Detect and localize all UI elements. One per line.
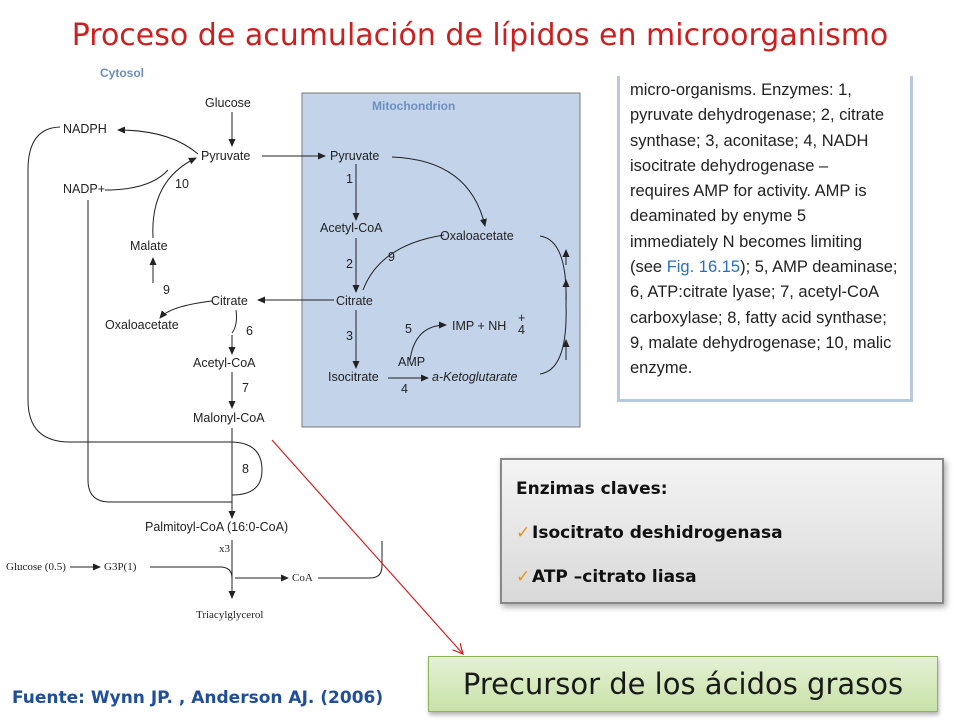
enzyme-9-mito: 9	[388, 250, 395, 264]
note-line: requires AMP for activity. AMP is	[630, 182, 867, 201]
note-line: enzyme.	[630, 359, 693, 378]
mitochondrion-box	[301, 92, 581, 428]
enzyme-legend-text: micro-organisms. Enzymes: 1, pyruvate de…	[617, 76, 913, 402]
mito-isocitrate-label: Isocitrate	[328, 370, 379, 384]
enzyme-2: 2	[346, 257, 353, 271]
enzyme-7: 7	[242, 381, 249, 395]
a-ketoglutarate-label: a-Ketoglutarate	[432, 370, 518, 384]
malate-label: Malate	[130, 239, 168, 253]
enzyme-1: 1	[346, 172, 353, 186]
note-line: pyruvate dehydrogenase; 2, citrate	[630, 106, 885, 125]
cytosol-label: Cytosol	[100, 66, 144, 80]
key-enzyme-item: ✓Isocitrato deshidrogenasa	[516, 523, 783, 543]
palmitoyl-coa-label: Palmitoyl-CoA (16:0-CoA)	[145, 520, 288, 534]
red-pointer-arrow	[271, 439, 463, 654]
amp-label: AMP	[398, 355, 425, 369]
pathway-arrows	[27, 112, 570, 599]
enzyme-3: 3	[346, 329, 353, 343]
malonyl-coa-label: Malonyl-CoA	[193, 411, 265, 425]
precursor-box: Precursor de los ácidos grasos	[428, 656, 938, 712]
mito-oxaloacetate-label: Oxaloacetate	[440, 229, 514, 243]
note-line: deaminated by enyme 5	[630, 207, 807, 226]
mito-pyruvate-label: Pyruvate	[330, 149, 379, 163]
coa-label: CoA	[292, 572, 313, 584]
figure-link[interactable]: Fig. 16.15	[666, 258, 741, 277]
enzyme-8: 8	[242, 462, 249, 476]
note-line: carboxylase; 8, fatty acid synthase;	[630, 308, 887, 327]
note-line: isocitrate dehydrogenase –	[630, 156, 829, 175]
citrate-label: Citrate	[211, 294, 248, 308]
key-enzymes-box: Enzimas claves: ✓Isocitrato deshidrogena…	[500, 458, 944, 604]
oxaloacetate-label: Oxaloacetate	[105, 318, 179, 332]
enzyme-6: 6	[246, 324, 253, 338]
nh4-sup: +	[518, 311, 525, 325]
g3p-label: G3P(1)	[104, 561, 137, 573]
nadph-label: NADPH	[63, 122, 107, 136]
mitochondrion-label: Mitochondrion	[372, 99, 455, 113]
key-enzyme-item: ✓ATP –citrato liasa	[516, 567, 697, 587]
note-line: micro-organisms. Enzymes: 1,	[630, 81, 852, 99]
mito-citrate-label: Citrate	[336, 294, 373, 308]
key-enzymes-heading: Enzimas claves:	[516, 479, 668, 499]
glucose-label: Glucose	[205, 96, 251, 110]
imp-nh-label: IMP + NH	[452, 319, 506, 333]
slide-title: Proceso de acumulación de lípidos en mic…	[71, 18, 889, 53]
enzyme-10: 10	[175, 177, 189, 191]
mito-acetyl-coa-label: Acetyl-CoA	[320, 221, 383, 235]
nh4-sub: 4	[518, 323, 525, 337]
pyruvate-label: Pyruvate	[201, 149, 250, 163]
glucose-05-label: Glucose (0.5)	[6, 561, 66, 573]
note-line: 6, ATP:citrate lyase; 7, acetyl-CoA	[630, 283, 880, 302]
check-icon: ✓	[516, 567, 531, 587]
x3-label: x3	[219, 543, 231, 555]
note-line: synthase; 3, aconitase; 4, NADH	[630, 131, 869, 150]
triacylglycerol-label: Triacylglycerol	[196, 609, 263, 621]
check-icon: ✓	[516, 523, 531, 543]
note-line: 9, malate dehydrogenase; 10, malic	[630, 333, 892, 352]
enzyme-4: 4	[401, 382, 408, 396]
source-citation: Fuente: Wynn JP. , Anderson AJ. (2006)	[12, 688, 384, 708]
enzyme-5: 5	[405, 322, 412, 336]
note-line: (see Fig. 16.15); 5, AMP deaminase;	[630, 258, 898, 277]
nadp-label: NADP+	[63, 182, 105, 196]
note-line: immediately N becomes limiting	[630, 232, 862, 251]
acetyl-coa-label: Acetyl-CoA	[193, 356, 256, 370]
enzyme-9-cytosol: 9	[163, 283, 170, 297]
